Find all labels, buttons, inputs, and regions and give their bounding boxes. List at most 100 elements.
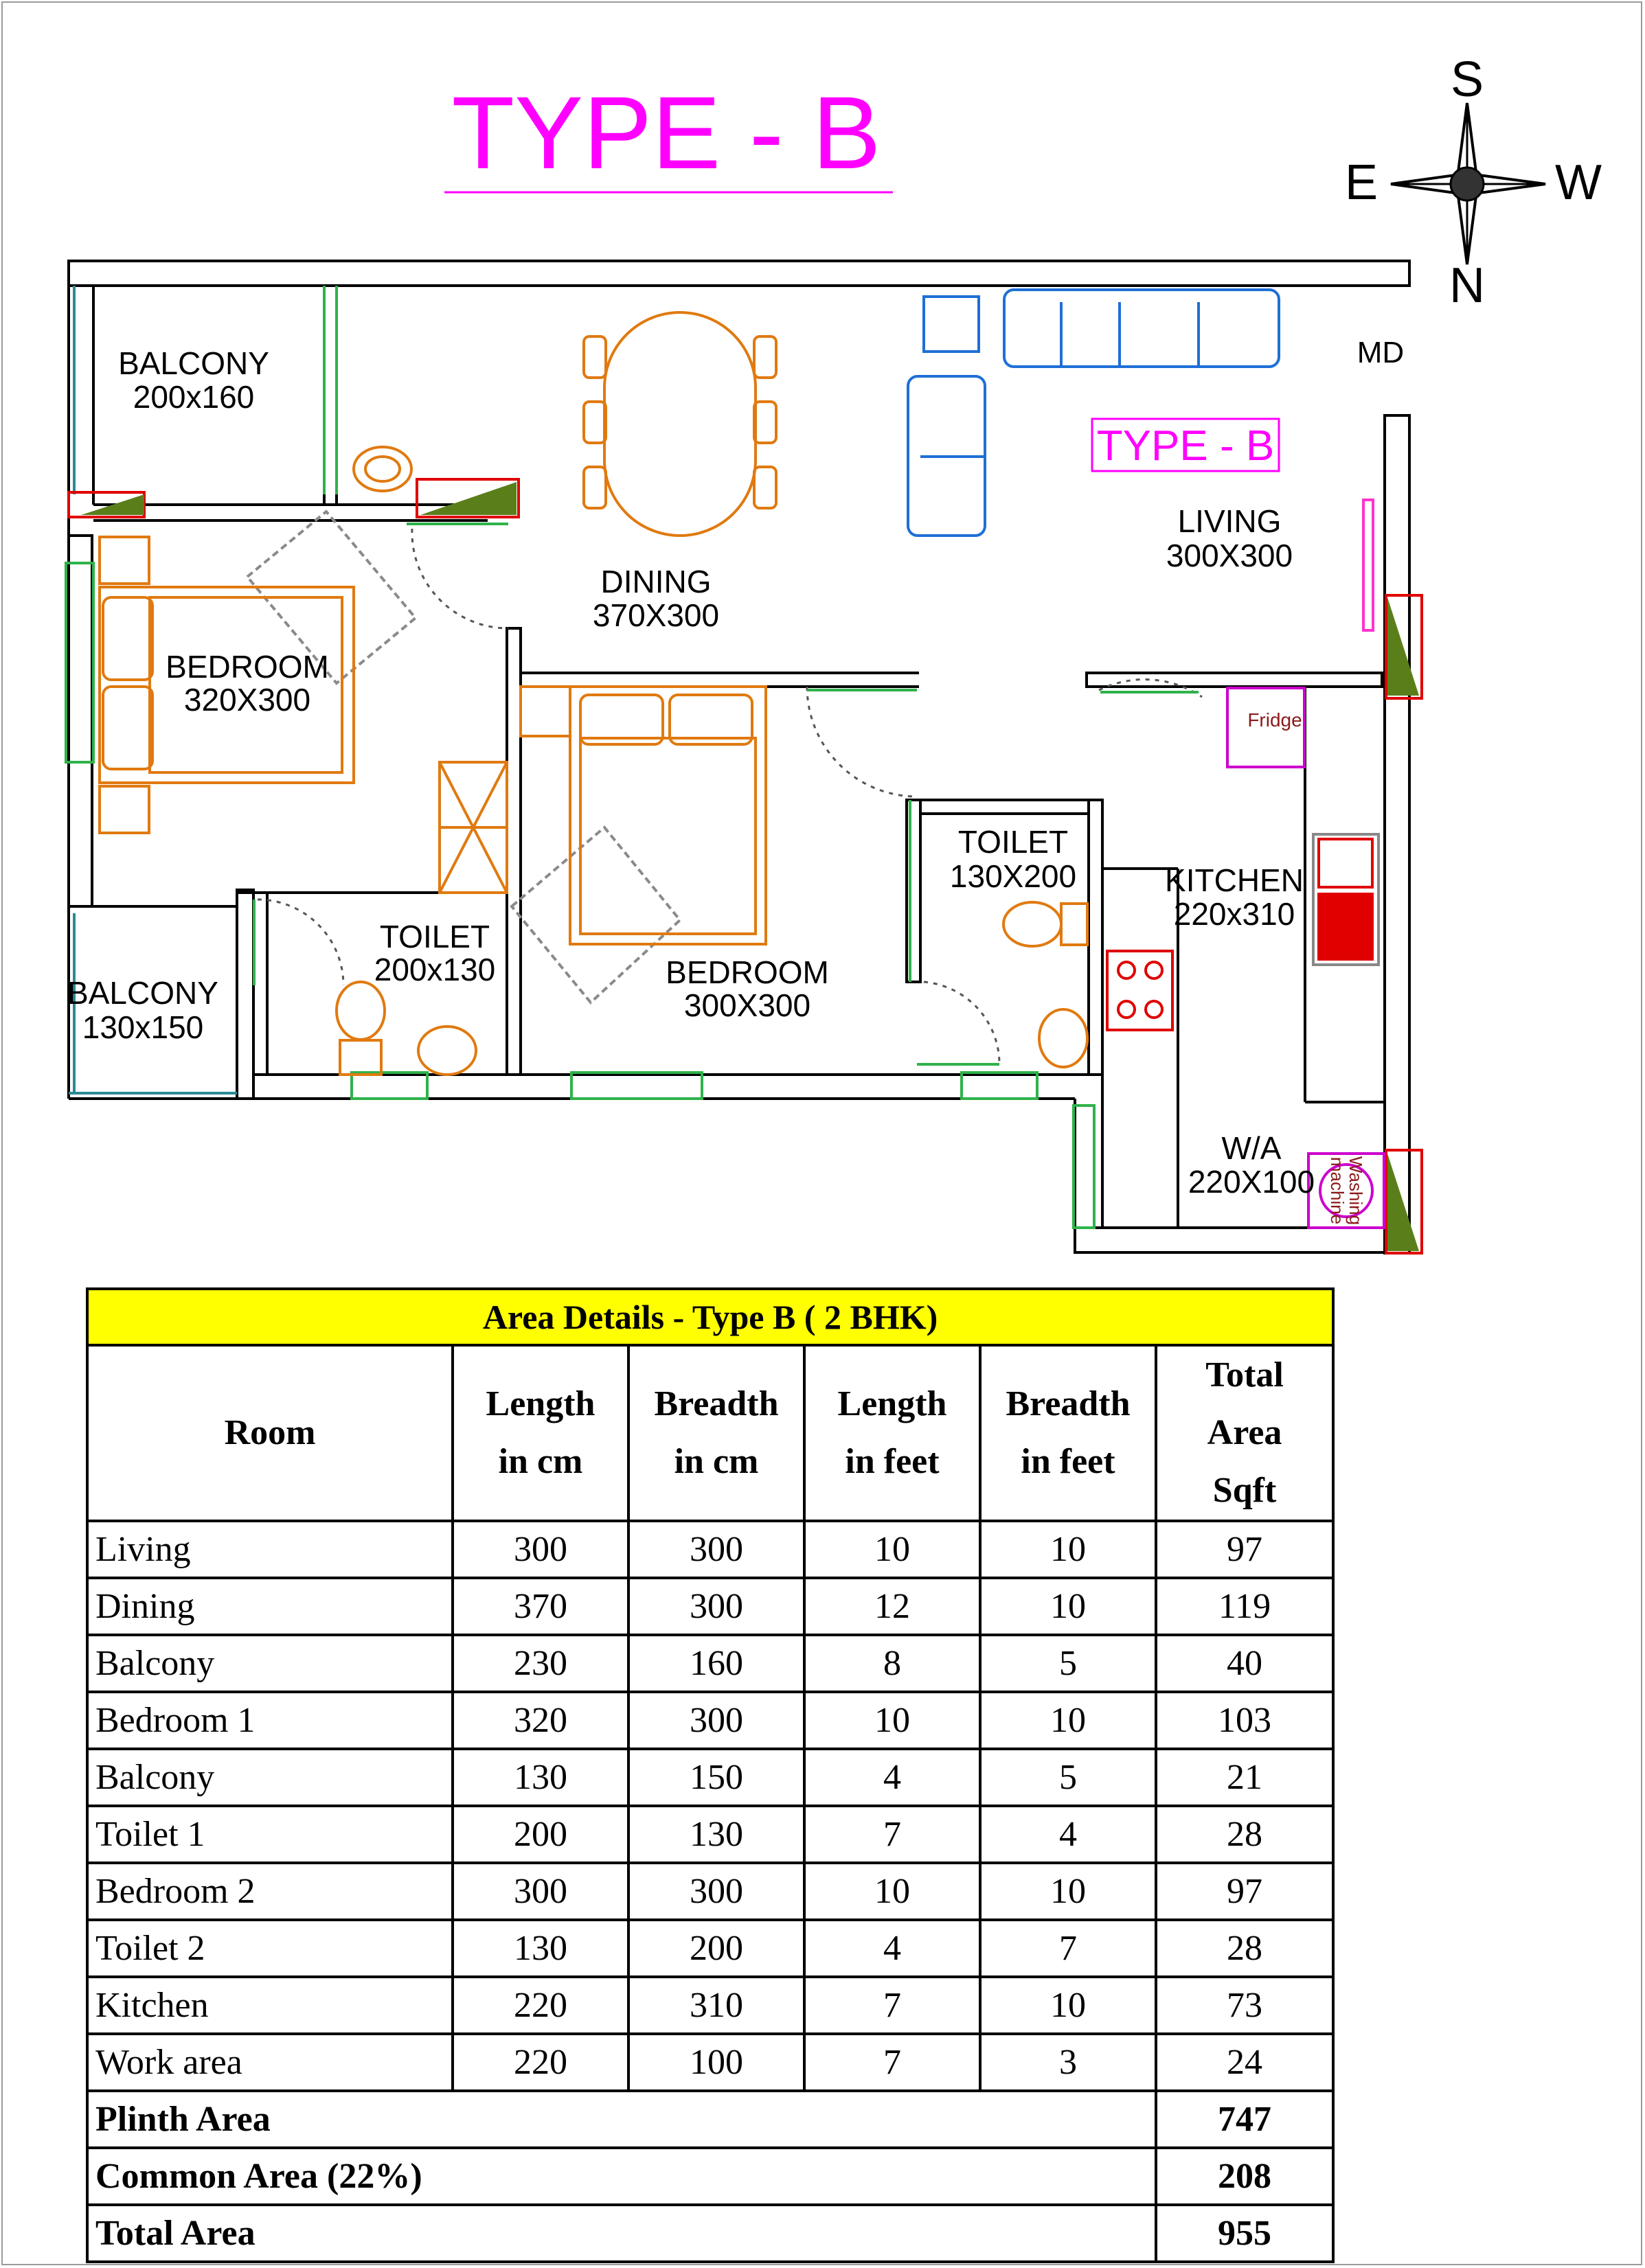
- cell-len-cm: 220: [451, 2032, 630, 2092]
- cell-br-cm: 100: [627, 2032, 806, 2092]
- cell-room: Dining: [86, 1577, 454, 1636]
- cell-room: Living: [86, 1520, 454, 1579]
- sofa-set: [907, 288, 1280, 537]
- cell-br-ft: 5: [979, 1748, 1157, 1807]
- bedroom1-bed: [98, 509, 508, 894]
- cell-total: 73: [1154, 1975, 1335, 2035]
- room-dining-size: 370X300: [593, 597, 719, 633]
- cell-total: 119: [1154, 1577, 1335, 1636]
- windows: [65, 286, 1096, 1229]
- cell-br-cm: 310: [627, 1975, 806, 2035]
- cell-br-cm: 300: [627, 1520, 806, 1579]
- room-workarea-name: W/A: [1222, 1130, 1282, 1166]
- room-bedroom1-name: BEDROOM: [166, 649, 329, 685]
- cell-total: 28: [1154, 1805, 1335, 1864]
- cell-br-cm: 160: [627, 1634, 806, 1693]
- room-living-size: 300X300: [1166, 538, 1293, 573]
- plan-badge-frame: [1091, 417, 1280, 472]
- cell-len-cm: 230: [451, 1634, 630, 1693]
- cell-total: 28: [1154, 1918, 1335, 1978]
- cell-len-ft: 8: [803, 1634, 982, 1693]
- cell-br-ft: 10: [979, 1862, 1157, 1921]
- cell-room: Bedroom 2: [86, 1862, 454, 1921]
- cell-len-cm: 320: [451, 1691, 630, 1750]
- plan-title: TYPE - B: [451, 75, 881, 190]
- cell-total: 97: [1154, 1862, 1335, 1921]
- cell-br-cm: 300: [627, 1577, 806, 1636]
- summary-label: Common Area (22%): [86, 2146, 1157, 2206]
- bedroom2-bed: [510, 685, 767, 1005]
- cell-br-cm: 300: [627, 1862, 806, 1921]
- summary-label: Total Area: [86, 2203, 1157, 2263]
- cell-len-ft: 7: [803, 1975, 982, 2035]
- cell-total: 21: [1154, 1748, 1335, 1807]
- summary-label: Plinth Area: [86, 2089, 1157, 2149]
- cell-len-ft: 10: [803, 1691, 982, 1750]
- cell-len-cm: 130: [451, 1918, 630, 1978]
- room-kitchen-name: KITCHEN: [1165, 862, 1304, 898]
- cell-len-cm: 300: [451, 1862, 630, 1921]
- summary-row-common: Common Area (22%) 208: [86, 2146, 1335, 2206]
- table-title: Area Details - Type B ( 2 BHK): [85, 1287, 1335, 1347]
- room-balcony2-name: BALCONY: [67, 975, 218, 1011]
- room-workarea-size: 220X100: [1188, 1164, 1315, 1200]
- room-balcony1-size: 200x160: [133, 379, 255, 415]
- cell-total: 103: [1154, 1691, 1335, 1750]
- door-swings: [257, 528, 1203, 1065]
- header-room: Room: [86, 1344, 454, 1522]
- cell-total: 40: [1154, 1634, 1335, 1693]
- cell-len-ft: 7: [803, 1805, 982, 1864]
- shaft-markers: [67, 478, 1423, 1255]
- cell-len-ft: 4: [803, 1748, 982, 1807]
- cell-len-ft: 10: [803, 1520, 982, 1579]
- cell-br-cm: 200: [627, 1918, 806, 1978]
- summary-row-total: Total Area 955: [86, 2203, 1335, 2263]
- summary-value: 208: [1154, 2146, 1335, 2206]
- cell-br-ft: 3: [979, 2032, 1157, 2092]
- room-balcony2-size: 130x150: [82, 1009, 204, 1045]
- cell-br-ft: 7: [979, 1918, 1157, 1978]
- room-bedroom2-size: 300X300: [684, 987, 810, 1023]
- plan-badge: TYPE - B: [1097, 422, 1274, 470]
- cell-room: Toilet 2: [86, 1918, 454, 1978]
- area-details-table-wrap: Area Details - Type B ( 2 BHK) Room Leng…: [85, 1287, 1335, 2263]
- floor-plan: TYPE - B S E W N: [65, 52, 1602, 1255]
- cell-room: Balcony: [86, 1634, 454, 1693]
- cell-room: Toilet 1: [86, 1805, 454, 1864]
- cell-br-cm: 130: [627, 1805, 806, 1864]
- walls: [67, 260, 1411, 1255]
- area-details-table: Area Details - Type B ( 2 BHK) Room Leng…: [85, 1287, 1335, 2263]
- dining-table: [582, 311, 778, 537]
- cell-len-cm: 130: [451, 1748, 630, 1807]
- cell-room: Work area: [86, 2032, 454, 2092]
- room-dining-name: DINING: [601, 564, 712, 599]
- cell-room: Bedroom 1: [86, 1691, 454, 1750]
- kitchen-fixtures: [1106, 499, 1385, 1229]
- cell-len-cm: 220: [451, 1975, 630, 2035]
- cell-len-ft: 7: [803, 2032, 982, 2092]
- compass-north: N: [1449, 258, 1485, 313]
- room-toilet2-name: TOILET: [958, 824, 1068, 860]
- cell-br-ft: 10: [979, 1975, 1157, 2035]
- cell-br-cm: 150: [627, 1748, 806, 1807]
- toilet-fixtures: [335, 446, 1089, 1076]
- cell-br-ft: 4: [979, 1805, 1157, 1864]
- cell-br-ft: 10: [979, 1577, 1157, 1636]
- room-kitchen-size: 220x310: [1174, 896, 1295, 932]
- room-toilet1-name: TOILET: [380, 919, 490, 954]
- cell-len-cm: 200: [451, 1805, 630, 1864]
- cell-len-ft: 4: [803, 1918, 982, 1978]
